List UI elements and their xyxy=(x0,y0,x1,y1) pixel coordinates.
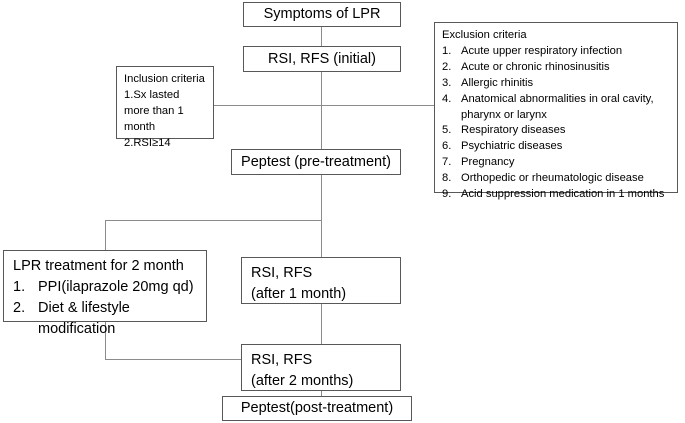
list-item-number: 6. xyxy=(442,140,452,153)
connector-spine-to-exclusion xyxy=(321,105,435,106)
node-rsi-rfs-1month-line1: RSI, RFS xyxy=(251,265,313,281)
connector-treatment-box-to-2month-bar xyxy=(105,322,106,359)
node-rsi-rfs-1month-stack: RSI, RFS (after 1 month) xyxy=(242,258,400,310)
treatment-list: 1. PPI(ilaprazole 20mg qd) 2. Diet & lifest… xyxy=(13,277,197,340)
list-item-text: Orthopedic or rheumatologic disease xyxy=(461,172,644,185)
connector-branch-to-treatment-box xyxy=(105,220,106,251)
list-item: 1.Sx lasted xyxy=(124,88,206,104)
node-rsi-rfs-2months-stack: RSI, RFS (after 2 months) xyxy=(242,345,400,397)
list-item-text: Diet & lifestyle xyxy=(38,300,130,317)
node-exclusion-criteria[interactable]: Exclusion criteria 1. Acute upper respira… xyxy=(434,22,678,200)
connector-symptoms-to-rsi-initial xyxy=(321,24,322,47)
connector-treatment-to-rsi-2months xyxy=(105,359,242,360)
list-item-number: 8. xyxy=(442,172,452,185)
list-item-continuation: more than 1 xyxy=(124,104,184,117)
node-peptest-post-label: Peptest(post-treatment) xyxy=(240,400,394,417)
connector-peptest-pre-to-branch xyxy=(321,174,322,220)
node-rsi-rfs-after-2-months[interactable]: RSI, RFS (after 2 months) xyxy=(241,344,401,391)
list-item: 2. Diet & lifestyle xyxy=(13,298,197,319)
connector-inclusion-to-spine xyxy=(214,105,322,106)
list-item-text: RSI≥14 xyxy=(133,136,171,149)
list-item-number: 2. xyxy=(124,136,134,149)
list-item-text: Sx lasted xyxy=(133,88,180,101)
list-item-number: 9. xyxy=(442,188,452,201)
list-item-text: Acute or chronic rhinosinusitis xyxy=(461,60,610,73)
list-item: 3. Allergic rhinitis xyxy=(442,76,670,92)
list-item-text: Acute upper respiratory infection xyxy=(461,44,623,57)
list-item-continuation: month xyxy=(124,120,156,133)
list-item-text: Respiratory diseases xyxy=(461,124,566,137)
node-peptest-post-treatment[interactable]: Peptest(post-treatment) xyxy=(222,396,412,421)
inclusion-heading: Inclusion criteria xyxy=(124,73,205,85)
connector-branch-bar-to-treatment xyxy=(105,220,322,221)
node-lpr-treatment[interactable]: LPR treatment for 2 month 1. PPI(ilaprazo… xyxy=(3,250,207,337)
list-item-number: 1. xyxy=(442,44,452,57)
list-item-number: 2. xyxy=(13,300,26,317)
list-item: 4. Anatomical abnormalities in oral cavit… xyxy=(442,92,670,108)
list-item-number: 7. xyxy=(442,156,452,169)
connector-rsi-2months-to-peptest-post xyxy=(321,390,322,397)
list-item-text: Pregnancy xyxy=(461,156,515,169)
list-item-continuation: modification xyxy=(38,321,116,338)
node-rsi-rfs-2months-line2: (after 2 months) xyxy=(251,373,354,390)
treatment-heading: LPR treatment for 2 month xyxy=(13,258,184,274)
list-item-number: 2. xyxy=(442,60,452,73)
node-rsi-rfs-initial-label: RSI, RFS (initial) xyxy=(268,50,376,67)
list-item-number: 1. xyxy=(13,279,26,296)
list-item-text: Anatomical abnormalities in oral cavity, xyxy=(461,92,654,105)
connector-rsi-1month-to-rsi-2months xyxy=(321,303,322,345)
list-item-continuation: pharynx or larynx xyxy=(461,108,547,121)
connector-branch-to-rsi-1month xyxy=(321,220,322,258)
list-item: 6. Psychiatric diseases xyxy=(442,139,670,155)
list-item: 9. Acid suppression medication in 1 month… xyxy=(442,187,670,203)
node-rsi-rfs-initial[interactable]: RSI, RFS (initial) xyxy=(243,46,401,72)
list-item: 8. Orthopedic or rheumatologic disease xyxy=(442,171,670,187)
connector-rsi-initial-to-peptest-pre xyxy=(321,71,322,150)
list-item-text: Psychiatric diseases xyxy=(461,140,563,153)
list-item-number: 3. xyxy=(442,76,452,89)
list-item-text: Allergic rhinitis xyxy=(461,76,534,89)
node-rsi-rfs-2months-line1: RSI, RFS xyxy=(251,352,313,368)
node-symptoms-label: Symptoms of LPR xyxy=(263,6,381,23)
list-item-number: 5. xyxy=(442,124,452,137)
exclusion-list: 1. Acute upper respiratory infection 2. Acu… xyxy=(442,44,670,203)
list-item-text: PPI(ilaprazole 20mg qd) xyxy=(38,279,194,296)
list-item-text: Acid suppression medication in 1 months xyxy=(461,188,665,201)
list-item: 5. Respiratory diseases xyxy=(442,123,670,139)
list-item: 2.RSI≥14 xyxy=(124,136,206,152)
list-item: 2. Acute or chronic rhinosinusitis xyxy=(442,60,670,76)
list-item-number: 1. xyxy=(124,88,134,101)
list-item: 1. Acute upper respiratory infection xyxy=(442,44,670,60)
node-symptoms-of-lpr[interactable]: Symptoms of LPR xyxy=(243,2,401,27)
node-rsi-rfs-after-1-month[interactable]: RSI, RFS (after 1 month) xyxy=(241,257,401,304)
node-peptest-pre-treatment[interactable]: Peptest (pre-treatment) xyxy=(231,149,401,175)
node-rsi-rfs-1month-line2: (after 1 month) xyxy=(251,286,347,303)
exclusion-heading: Exclusion criteria xyxy=(442,29,527,41)
list-item: 7. Pregnancy xyxy=(442,155,670,171)
list-item-number: 4. xyxy=(442,92,452,105)
list-item: 1. PPI(ilaprazole 20mg qd) xyxy=(13,277,197,298)
node-peptest-pre-label: Peptest (pre-treatment) xyxy=(241,153,391,170)
